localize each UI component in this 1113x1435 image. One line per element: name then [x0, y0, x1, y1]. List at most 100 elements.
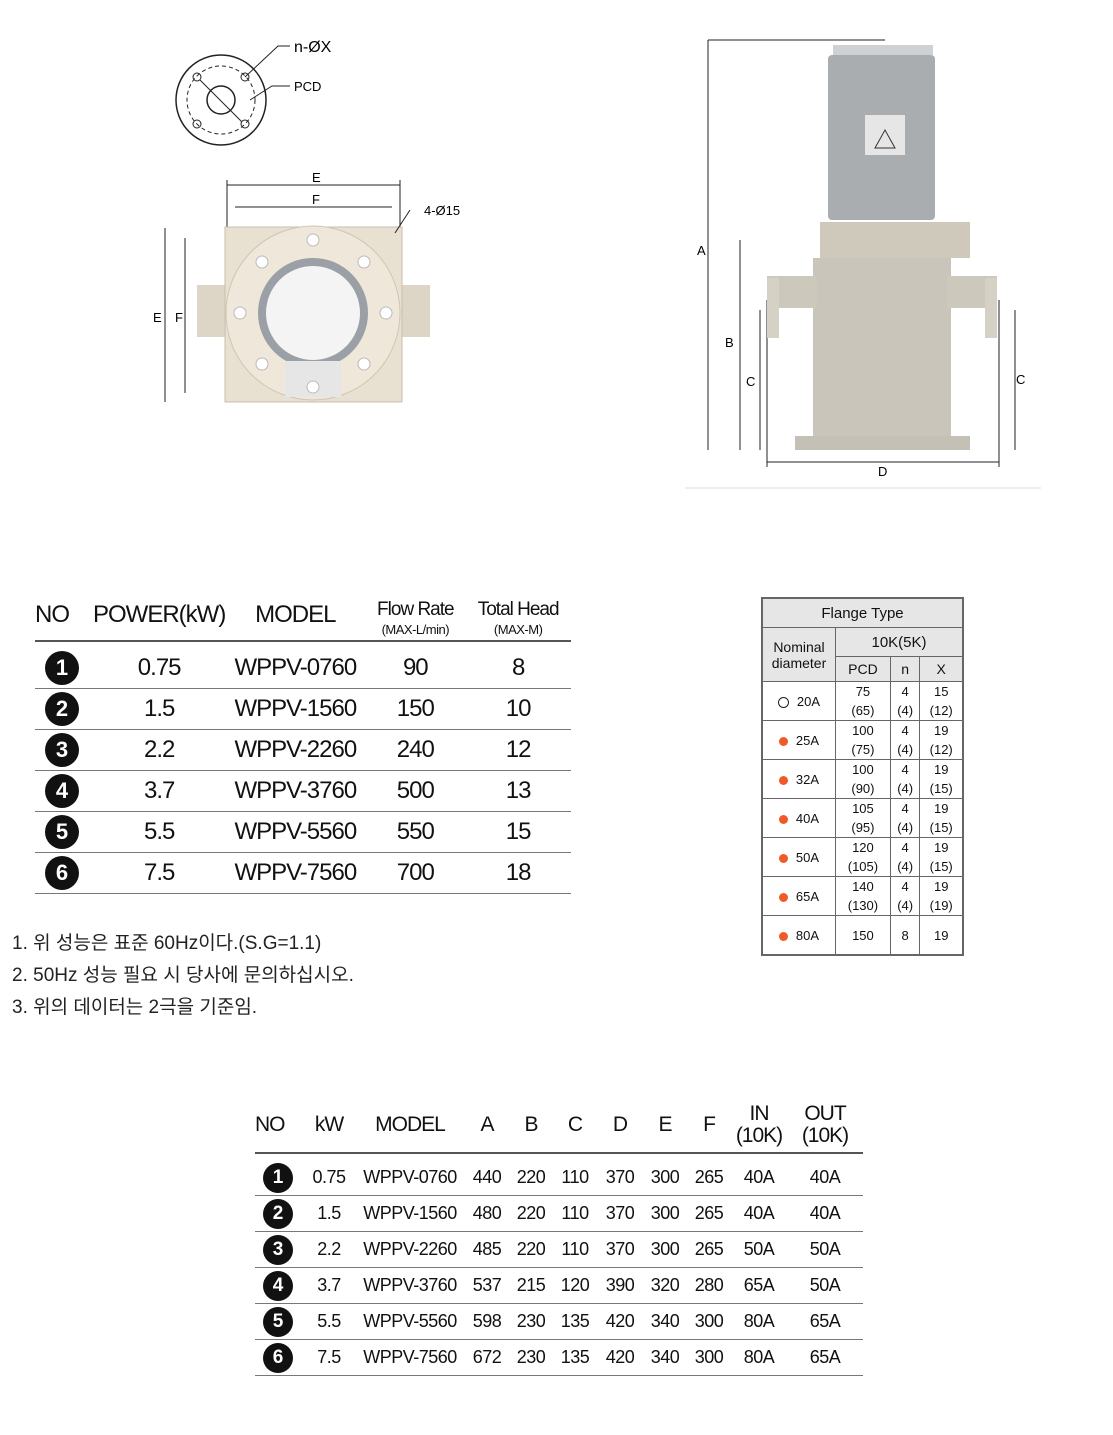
- cell-pcd: 150: [835, 915, 891, 956]
- cell-pcd: 120(105): [835, 837, 891, 877]
- filled-dot-icon: [778, 775, 788, 785]
- cell-e: 300: [643, 1153, 687, 1196]
- cell-flow: 90: [365, 641, 466, 689]
- row-no: 3: [35, 729, 93, 771]
- cell-model: WPPV-5560: [225, 811, 366, 853]
- cell-n: 4(4): [889, 798, 921, 838]
- cell-b: 220: [509, 1231, 553, 1268]
- number-badge: 2: [263, 1198, 293, 1229]
- value-10k: 19: [933, 840, 949, 855]
- cell-power: 1.5: [93, 688, 226, 730]
- number-badge: 4: [45, 774, 79, 808]
- col-e: E: [643, 1098, 687, 1154]
- cell-size: 40A: [761, 798, 836, 838]
- number-badge: 6: [263, 1342, 293, 1373]
- cell-model: WPPV-3760: [355, 1267, 465, 1304]
- cell-in: 65A: [731, 1267, 787, 1304]
- cell-c: 110: [553, 1195, 597, 1232]
- value-10k: 4: [901, 762, 909, 777]
- filled-dot-icon: [778, 853, 788, 863]
- number-badge: 4: [263, 1270, 293, 1301]
- dim-c-label: C: [746, 374, 755, 389]
- cell-no: 1: [255, 1153, 303, 1196]
- cell-x: 19(15): [919, 759, 964, 799]
- cell-pcd: 100(75): [835, 720, 891, 760]
- cell-f: 265: [687, 1153, 731, 1196]
- cell-f: 300: [687, 1339, 731, 1376]
- cell-c: 135: [553, 1303, 597, 1340]
- cell-n: 4(4): [889, 876, 921, 916]
- filled-dot-icon: [778, 736, 788, 746]
- cell-e: 340: [643, 1339, 687, 1376]
- cell-a: 598: [465, 1303, 509, 1340]
- number-badge: 3: [263, 1234, 293, 1265]
- number-badge: 1: [45, 651, 79, 685]
- number-badge: 5: [263, 1306, 293, 1337]
- value-5k: (90): [851, 781, 875, 796]
- cell-b: 230: [509, 1339, 553, 1376]
- header-label: IN: [749, 1102, 770, 1125]
- cell-out: 50A: [787, 1231, 863, 1268]
- value-5k: (15): [929, 820, 953, 835]
- value-10k: 120: [852, 840, 874, 855]
- size-label: 25A: [795, 732, 820, 748]
- number-badge: 6: [45, 856, 79, 890]
- col-b: B: [509, 1098, 553, 1154]
- pcd-header: PCD: [835, 656, 891, 682]
- dim-b-label: B: [725, 335, 734, 350]
- value-10k: 4: [901, 723, 909, 738]
- cell-kw: 5.5: [303, 1303, 355, 1340]
- header-label: C: [567, 1113, 583, 1136]
- cell-c: 110: [553, 1153, 597, 1196]
- cell-d: 370: [597, 1153, 643, 1196]
- cell-n: 8: [889, 915, 921, 956]
- value-10k: 19: [933, 879, 949, 894]
- cell-out: 40A: [787, 1195, 863, 1232]
- cell-model: WPPV-1560: [355, 1195, 465, 1232]
- cell-model: WPPV-7560: [355, 1339, 465, 1376]
- value-10k: 19: [933, 927, 949, 943]
- dim-d-label: D: [878, 464, 887, 479]
- holes-label: n-ØX: [294, 39, 332, 56]
- cell-model: WPPV-2260: [355, 1231, 465, 1268]
- cell-size: 80A: [761, 915, 836, 956]
- value-10k: 100: [852, 762, 874, 777]
- value-5k: (75): [851, 742, 875, 757]
- cell-pcd: 75(65): [835, 681, 891, 721]
- cell-size: 32A: [761, 759, 836, 799]
- flange-title: Flange Type: [761, 597, 964, 628]
- col-a: A: [465, 1098, 509, 1154]
- dim-a-label: A: [697, 243, 706, 258]
- value-5k: (4): [897, 742, 914, 757]
- note: 1. 위 성능은 표준 60Hz이다.(S.G=1.1): [12, 933, 322, 954]
- cell-kw: 7.5: [303, 1339, 355, 1376]
- header-label: NO: [255, 1113, 285, 1136]
- pcd-label: PCD: [294, 79, 321, 94]
- note: 3. 위의 데이터는 2극을 기준임.: [12, 997, 258, 1018]
- cell-a: 485: [465, 1231, 509, 1268]
- standard-header: 10K(5K): [835, 627, 964, 657]
- header-label: kW: [314, 1113, 344, 1136]
- note: 2. 50Hz 성능 필요 시 당사에 문의하십시오.: [12, 965, 354, 986]
- cell-head: 15: [465, 811, 571, 853]
- performance-table: NO POWER(kW) MODEL Flow Rate(MAX-L/min) …: [35, 590, 571, 894]
- cell-head: 12: [465, 729, 571, 771]
- n-header: n: [889, 656, 921, 682]
- cell-x: 19: [919, 915, 964, 956]
- row-no: 1: [35, 641, 93, 689]
- header-label: D: [612, 1113, 628, 1136]
- cell-c: 135: [553, 1339, 597, 1376]
- cell-x: 19(15): [919, 837, 964, 877]
- flange-diagram: n-ØX PCD: [175, 39, 332, 146]
- cell-c: 110: [553, 1231, 597, 1268]
- value-10k: 4: [901, 684, 909, 699]
